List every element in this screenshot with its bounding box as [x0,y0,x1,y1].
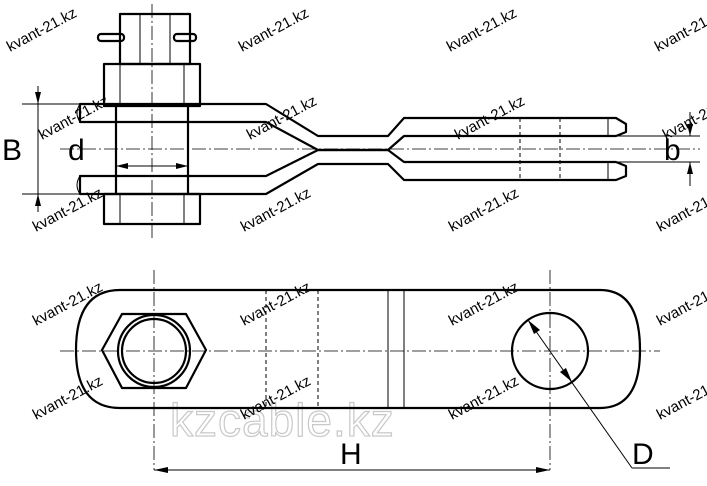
watermark-small: kvant-21.kz [244,93,320,144]
label-B: B [2,134,22,167]
watermark-small: kvant-21.kz [446,185,522,236]
watermark-small: kvant-21.kz [236,5,312,56]
watermark-small: kvant-21.kz [654,185,707,236]
watermark-small: kvant-21.kz [30,185,106,236]
dimensions: B d b H D [2,86,700,473]
label-D: D [632,438,654,471]
watermark-small: kvant-21.kz [446,279,522,330]
watermark-small: kvant-21.kz [238,185,314,236]
hex-nut [100,312,208,390]
cotter-pin-left [96,32,126,43]
bolt-head-top [118,12,192,66]
fork-lower-plate [78,148,628,196]
bottom-view [60,270,660,470]
watermark-large: kzcable.kz [170,394,395,446]
fork-upper-plate [78,102,628,152]
label-b: b [664,134,681,167]
watermarks: kvant-21.kz kvant-21.kz kvant-21.kz kvan… [4,5,707,424]
watermark-small: kvant-21.kz [654,279,707,330]
watermark-small: kvant-21.kz [446,373,522,424]
link-plate [74,288,642,410]
top-view [60,4,700,240]
label-H: H [340,438,362,471]
watermark-small: kvant-21.kz [30,279,106,330]
watermark-small: kvant-21.kz [444,5,520,56]
watermark-small: kvant-21.kz [30,373,106,424]
watermark-small: kvant-21.kz [4,5,80,56]
watermark-small: kvant-21.kz [654,373,707,424]
watermark-small: kvant-21.kz [238,279,314,330]
watermark-small: kvant-21.kz [652,5,707,56]
label-d: d [68,134,85,167]
cotter-pin-right [172,32,198,43]
